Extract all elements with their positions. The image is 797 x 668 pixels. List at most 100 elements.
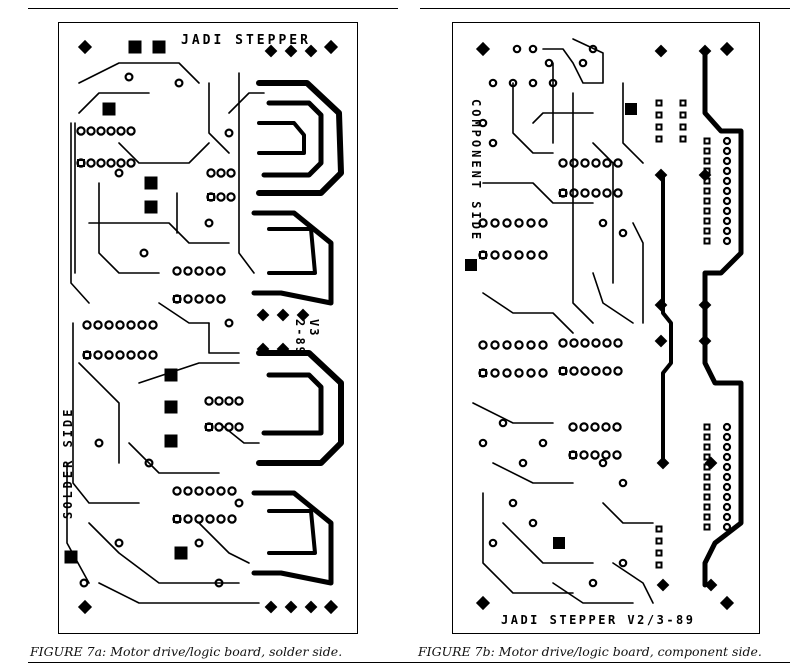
pcb-pad (172, 266, 182, 276)
mounting-hole-diamond (654, 334, 668, 348)
pcb-pad (590, 422, 600, 432)
pcb-pad (601, 422, 611, 432)
pcb-pad (234, 422, 244, 432)
pcb-pad (183, 514, 193, 524)
pcb-square-pad (703, 473, 711, 481)
pcb-square-pad (703, 137, 711, 145)
pcb-pad (558, 158, 568, 168)
pcb-pad (116, 158, 126, 168)
side-label-b: COMPONENT SIDE (469, 99, 483, 243)
pcb-square-pad (703, 207, 711, 215)
pcb-square-pad (703, 197, 711, 205)
pcb-pad (590, 450, 600, 460)
pcb-pad (598, 458, 608, 468)
pcb-square-pad (679, 99, 687, 107)
pcb-pad (104, 320, 114, 330)
pcb-pad (722, 216, 732, 226)
pcb-pad (612, 450, 622, 460)
pcb-pad (216, 192, 226, 202)
pcb-large-pad (625, 103, 637, 115)
pcb-square-pad (173, 515, 181, 523)
pcb-pad (514, 368, 524, 378)
pcb-trace (208, 322, 240, 354)
pcb-trace (472, 402, 554, 424)
pcb-pad (490, 218, 500, 228)
mounting-hole-diamond (264, 44, 278, 58)
pcb-pad (96, 158, 106, 168)
mounting-hole-diamond (77, 599, 93, 615)
caption-label-b: FIGURE 7b: (418, 644, 495, 659)
pcb-square-pad (655, 99, 663, 107)
mounting-hole-diamond (256, 308, 270, 322)
pcb-pad (478, 438, 488, 448)
mounting-hole-diamond (296, 308, 310, 322)
pcb-pad (569, 158, 579, 168)
pcb-pad (490, 250, 500, 260)
pcb-trace (72, 322, 140, 504)
pcb-trace (208, 82, 230, 154)
pcb-pad (580, 366, 590, 376)
pcb-pad (214, 578, 224, 588)
pcb-trace (228, 92, 265, 114)
pcb-square-pad (703, 433, 711, 441)
pcb-trace (632, 222, 644, 324)
pcb-square-pad (173, 295, 181, 303)
pcb-pad (124, 72, 134, 82)
pcb-square-pad (703, 167, 711, 175)
pcb-pad (172, 486, 182, 496)
pcb-pad (139, 248, 149, 258)
pcb-pad (86, 126, 96, 136)
pcb-pad (226, 192, 236, 202)
pcb-square-pad (703, 157, 711, 165)
pcb-large-pad (164, 434, 178, 448)
pcb-component-side-artwork (465, 38, 744, 611)
pcb-pad (514, 250, 524, 260)
pcb-pad (526, 340, 536, 350)
pcb-trace (261, 100, 324, 178)
pcb-pad (115, 350, 125, 360)
pcb-pad (538, 438, 548, 448)
pcb-pad (612, 422, 622, 432)
pcb-pad (526, 368, 536, 378)
pcb-pad (126, 126, 136, 136)
pcb-large-pad (144, 176, 158, 190)
pcb-pad (194, 538, 204, 548)
pcb-pad (76, 126, 86, 136)
pcb-trace (542, 38, 604, 84)
pcb-pad (618, 558, 628, 568)
pcb-trace (512, 82, 554, 154)
pcb-pad (722, 206, 732, 216)
pcb-pad (234, 396, 244, 406)
pcb-pad (502, 340, 512, 350)
pcb-pad (104, 350, 114, 360)
pcb-pad (137, 320, 147, 330)
pcb-pad (114, 168, 124, 178)
pcb-pad (558, 338, 568, 348)
pcb-pad (115, 320, 125, 330)
pcb-square-pad (655, 525, 663, 533)
side-label-a: SOLDER SIDE (61, 406, 75, 519)
figure-caption-a: FIGURE 7a: Motor drive/logic board, sold… (30, 644, 342, 659)
pcb-large-pad (152, 40, 166, 54)
pcb-trace (702, 48, 744, 588)
pcb-trace (552, 582, 634, 604)
pcb-pad (591, 188, 601, 198)
pcb-pad (722, 196, 732, 206)
pcb-pad (591, 158, 601, 168)
version-line-1: V3 (307, 319, 321, 338)
pcb-large-pad (64, 550, 78, 564)
pcb-square-pad (559, 189, 567, 197)
pcb-square-pad (479, 369, 487, 377)
pcb-square-pad (703, 503, 711, 511)
pcb-pad (588, 44, 598, 54)
pcb-solder-side-panel: JADI STEPPER V3 2-89 SOLDER SIDE (58, 22, 358, 634)
pcb-pad (224, 396, 234, 406)
pcb-pad (722, 522, 732, 532)
pcb-pad (569, 188, 579, 198)
pcb-pad (538, 218, 548, 228)
pcb-trace (98, 582, 260, 604)
pcb-pad (488, 138, 498, 148)
pcb-pad (478, 218, 488, 228)
pcb-pad (569, 366, 579, 376)
pcb-pad (602, 188, 612, 198)
